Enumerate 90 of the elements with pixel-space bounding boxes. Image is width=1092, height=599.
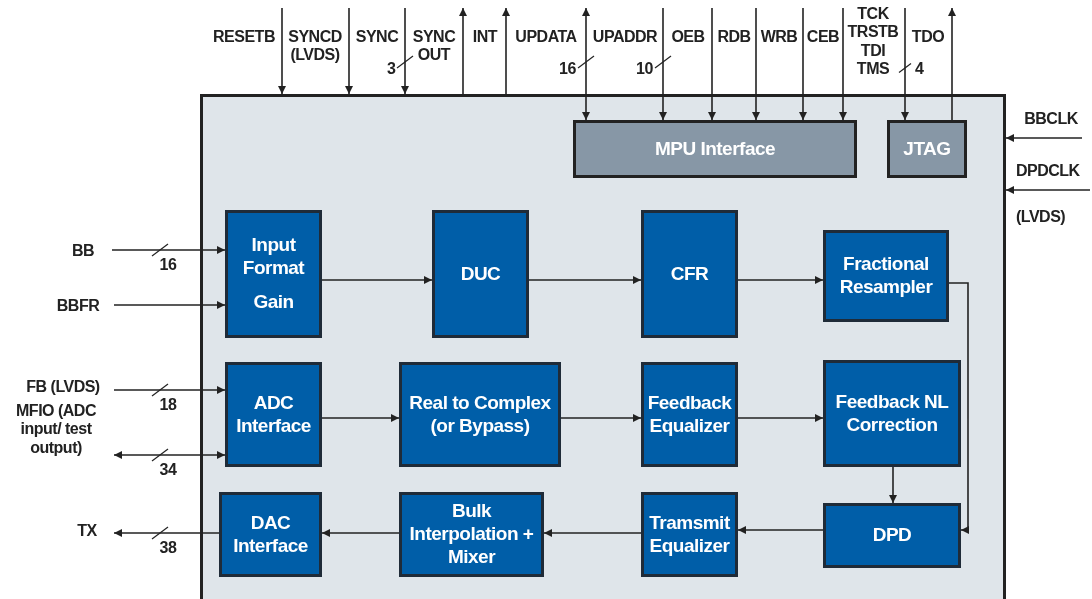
block-box [641,362,738,467]
block-label: Tramsmit Equalizer [648,511,731,558]
signal-label: BB [60,242,106,264]
block-label: JTAG [903,138,951,160]
edge-label: 4 [915,60,924,78]
arrow [321,276,433,284]
block-box [432,210,529,338]
signal-label: SYNC OUT [407,28,461,70]
block-label: DPD [872,524,912,547]
arrow [502,7,510,95]
block-box [641,492,738,577]
block-label: DUC [460,262,501,286]
block-box [823,230,949,322]
arrow [948,282,969,534]
arrow [752,7,760,121]
arrow [948,7,956,121]
arrow [278,7,286,95]
arrow [737,414,824,422]
arrow [1005,134,1083,142]
arrow [321,529,400,537]
signal-label: RDB [714,28,754,50]
arrow [737,526,824,534]
block-label: Real to Complex (or Bypass) [408,391,552,438]
arrow [582,7,590,121]
block-box [823,503,961,568]
interface-box [573,120,857,178]
signal-label: TX [66,522,108,544]
signal-label: RESETB [208,28,280,50]
edge-label: 38 [159,539,177,557]
signal-label: CEB [805,28,841,50]
block-label: Gain [253,291,294,315]
block-label: DAC Interface [232,511,309,558]
signal-label: INT [468,28,502,50]
arrow [901,7,909,121]
arrow [345,7,353,95]
block-label: Input Format [241,233,306,280]
signal-label: FB (LVDS) [18,378,108,400]
arrow [543,529,642,537]
signal-label: WRB [758,28,800,50]
block-box [219,492,322,577]
arrow [708,7,716,121]
block-label: Fractional Resampler [838,253,934,299]
arrow [111,246,226,254]
signal-label: MFIO (ADC input/ test output) [4,402,108,472]
signal-label: (LVDS) [1016,207,1066,226]
signal-label: BBCLK [1018,110,1084,132]
arrow [1005,186,1091,194]
arrow [401,7,409,95]
arrow [459,7,467,95]
edge-label: 10 [636,60,653,78]
arrow [659,7,667,121]
block-label: ADC Interface [235,391,312,438]
arrow [839,7,847,121]
chip-outline [200,94,1006,599]
arrow [113,451,226,459]
edge-label: 3 [387,60,396,78]
interface-box [887,120,967,178]
arrow [113,386,226,394]
arrow [799,7,807,121]
signal-label: DPDCLK [1016,162,1080,181]
signal-label: TDO [908,28,948,50]
block-label: Feedback NL Correction [834,390,950,437]
arrow [737,276,824,284]
block-label: Feedback Equalizer [646,391,733,438]
block-box [225,210,322,338]
block-label: CFR [670,262,709,286]
signal-label: UPADDR [589,28,661,50]
arrow [528,276,642,284]
arrow [889,466,897,504]
edge-label: 18 [159,396,177,414]
signal-label: SYNCD (LVDS) [283,28,347,70]
signal-label: SYNC [352,28,402,50]
edge-label: 34 [159,461,177,479]
arrow [113,529,220,537]
signal-label: UPDATA [509,28,583,50]
block-box [399,362,561,467]
block-box [641,210,738,338]
block-box [399,492,544,577]
block-box [823,360,961,467]
arrow [560,414,642,422]
arrow [113,301,226,309]
signal-label: OEB [668,28,708,50]
block-box [225,362,322,467]
block-label: MPU Interface [654,138,776,160]
signal-label: TCK TRSTB TDI TMS [844,5,902,91]
signal-label: BBFR [48,297,108,319]
edge-label: 16 [159,256,177,274]
arrow [321,414,400,422]
edge-label: 16 [559,60,576,78]
block-label: Bulk Interpolation + Mixer [408,500,535,569]
